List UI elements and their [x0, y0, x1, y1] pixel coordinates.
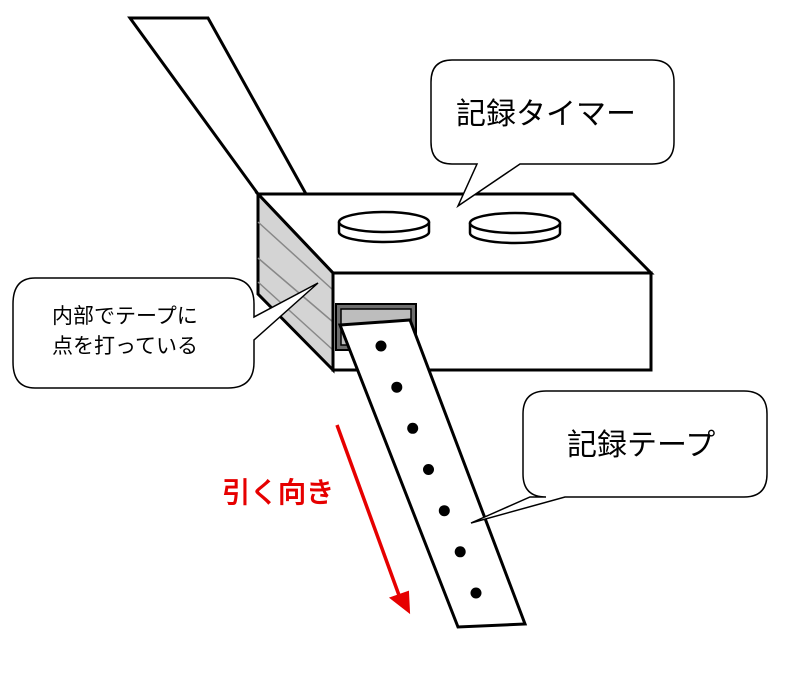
tape-dot: [375, 340, 387, 352]
tape-dot: [438, 505, 450, 517]
side-face-line-2: [257, 257, 334, 323]
callout-recording-tape: 記録テープ: [470, 390, 768, 524]
recording-timer-box: [254, 190, 655, 374]
tape-upper-segment: [127, 16, 309, 196]
recording-tape: [337, 318, 528, 629]
tape-dot: [454, 546, 466, 558]
pull-direction-label: 引く向き: [222, 476, 334, 509]
callout-recording-timer: 記録タイマー: [430, 59, 675, 209]
callout-inner-printing-line-2: 点を打っている: [52, 334, 198, 358]
callout-inner-printing: 内部でテープに 点を打っている: [12, 277, 319, 389]
callout-recording-tape-text: 記録テープ: [567, 428, 715, 463]
callout-inner-printing-line-1: 内部でテープに: [52, 304, 198, 328]
callout-recording-timer-text: 記録タイマー: [456, 97, 636, 132]
pull-direction-arrow: [335, 424, 402, 599]
timer-knob-right: [468, 211, 562, 245]
side-face-line-1: [257, 221, 334, 291]
pull-direction-arrowhead: [388, 590, 411, 615]
timer-knob-left: [337, 210, 431, 244]
tape-dot: [407, 422, 419, 434]
tape-dot: [423, 464, 434, 475]
tape-dot: [470, 587, 482, 599]
tape-dot: [391, 381, 403, 393]
side-face-line-3: [257, 281, 334, 351]
tape-dots: [375, 340, 482, 599]
